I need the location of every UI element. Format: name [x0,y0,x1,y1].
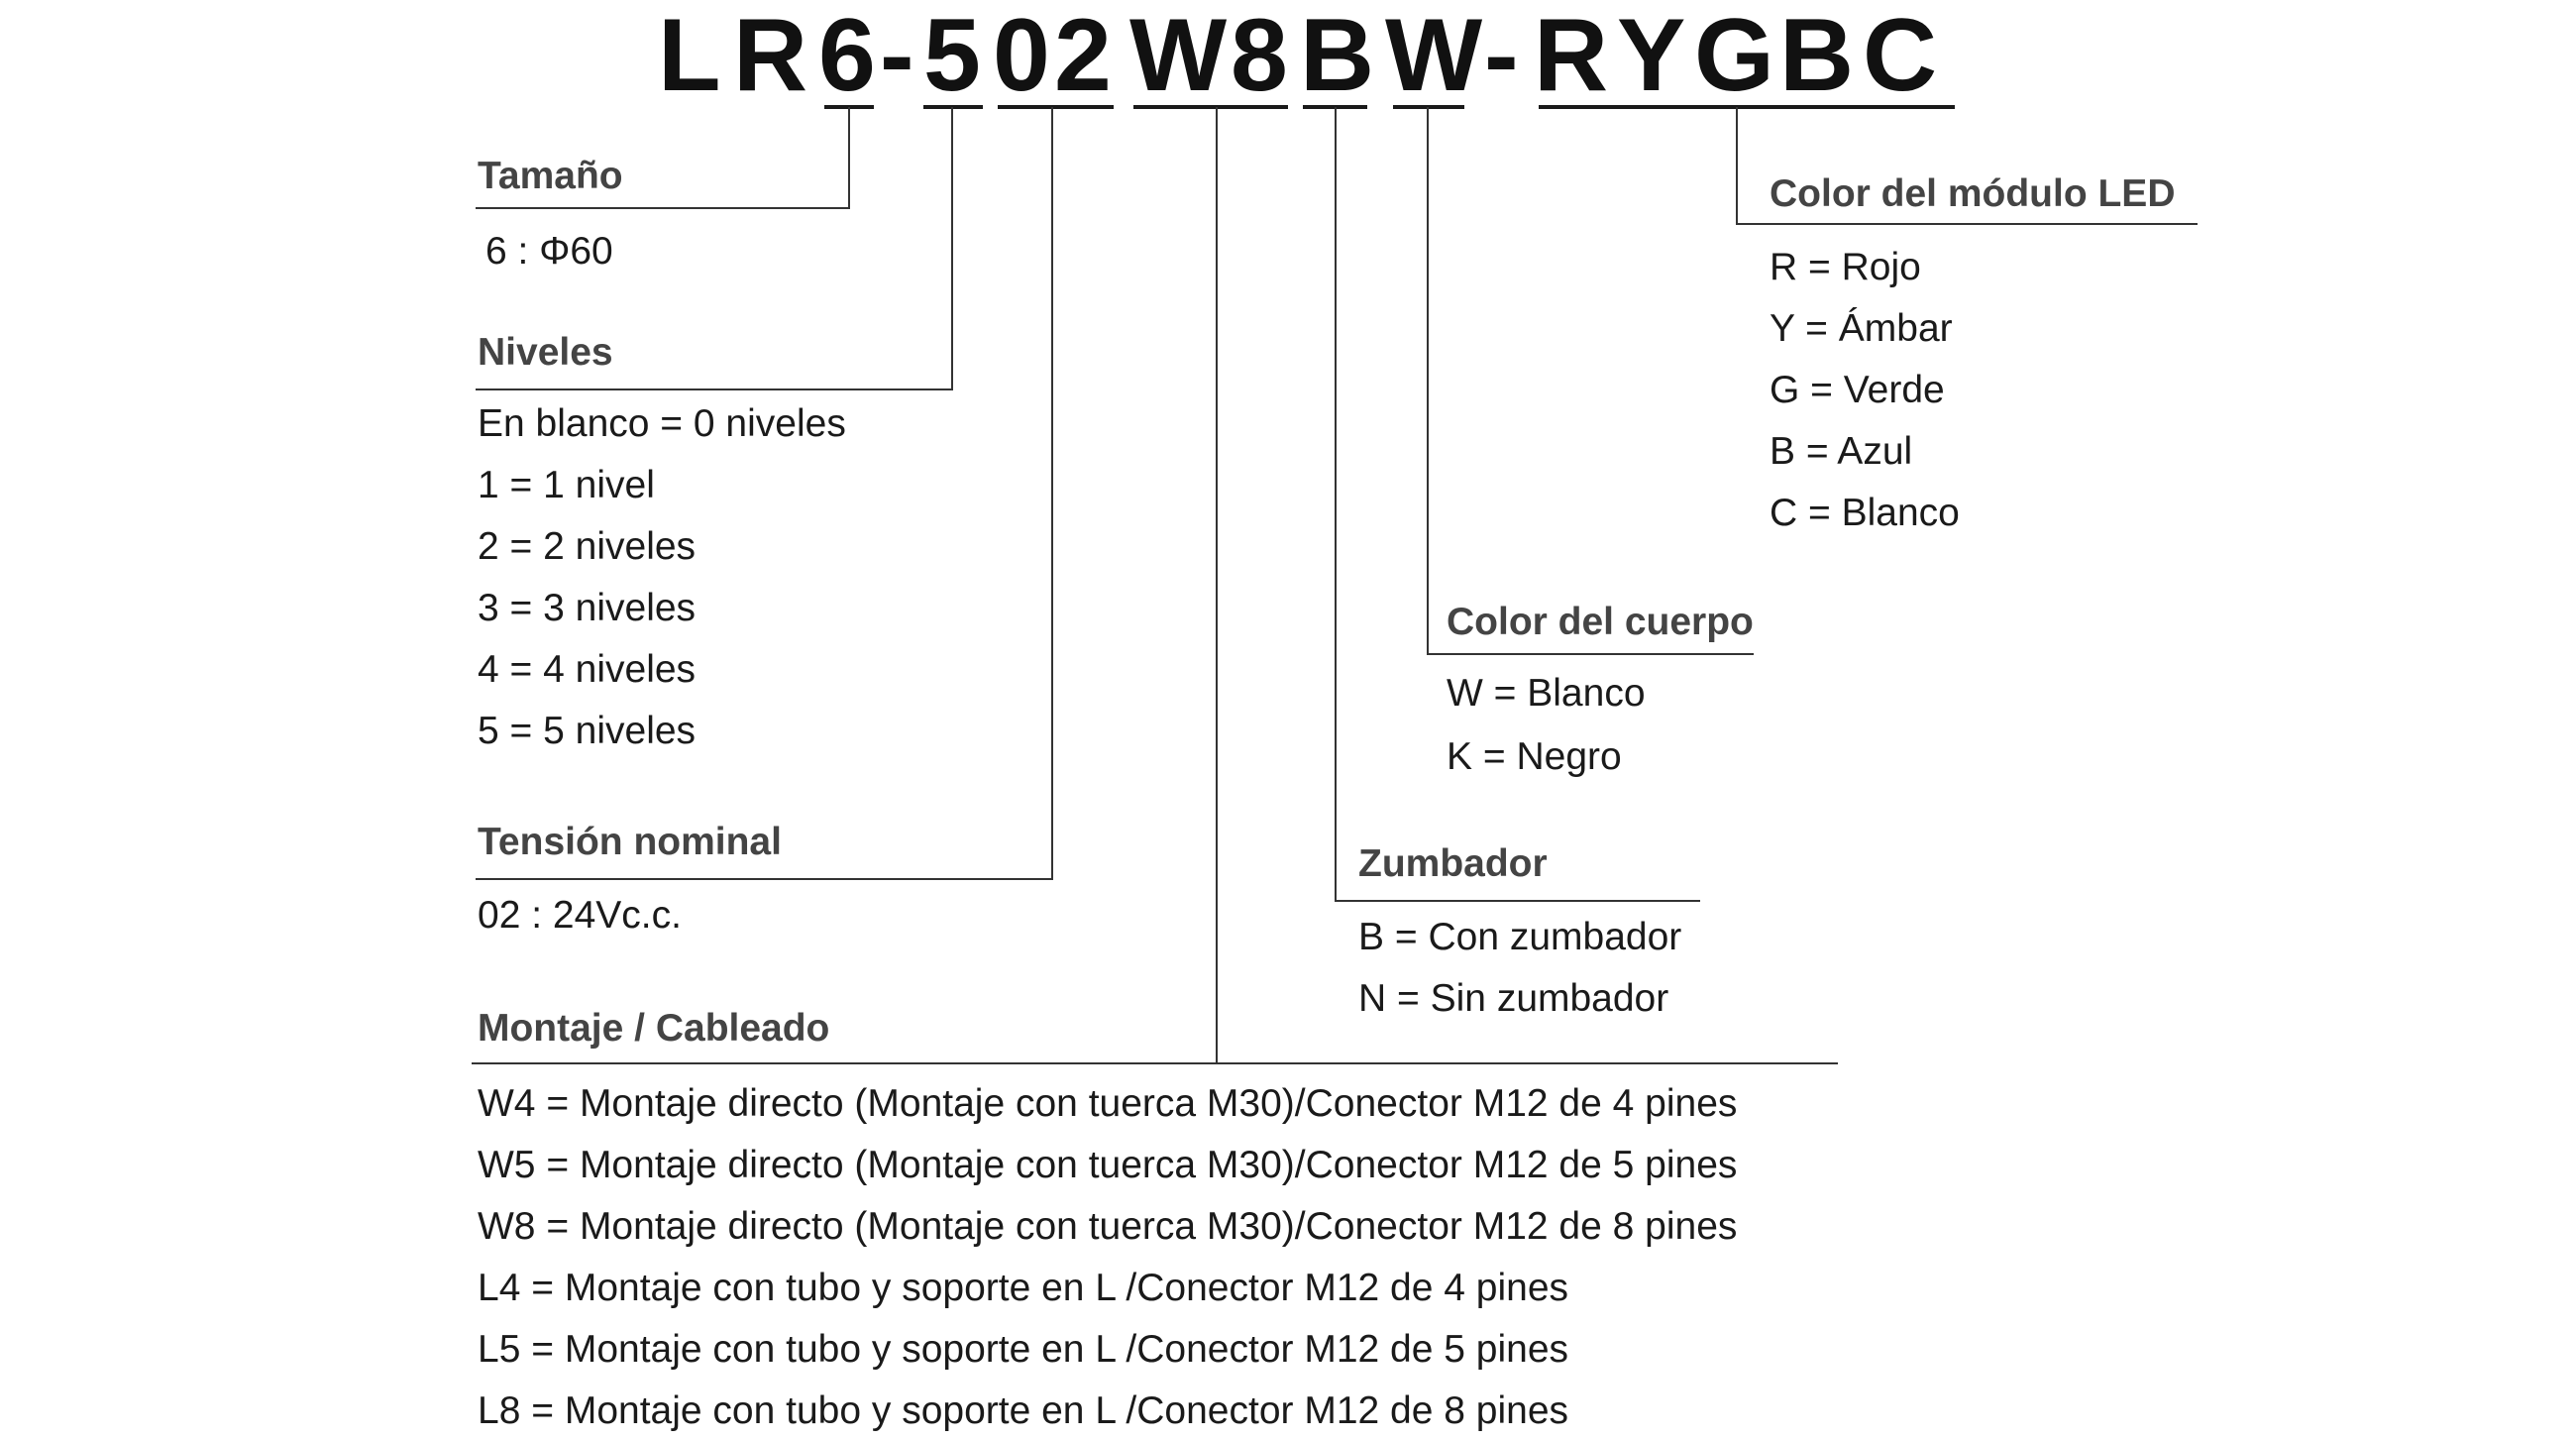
list-item: W8 = Montaje directo (Montaje con tuerca… [478,1205,1738,1248]
list-item: R = Rojo [1770,246,1921,288]
code-char: R [1534,0,1609,113]
code-char: 8 [1231,0,1288,113]
section-heading-body-color: Color del cuerpo [1447,601,1754,643]
list-item: C = Blanco [1770,492,1960,534]
list-item: 5 = 5 niveles [478,710,697,752]
leader-size [476,107,850,209]
code-char: - [880,0,914,113]
list-item: L4 = Montaje con tubo y soporte en L /Co… [478,1267,1569,1309]
list-item: 6 : Φ60 [485,230,613,273]
code-char: G [1694,0,1774,113]
list-item: L5 = Montaje con tubo y soporte en L /Co… [478,1328,1569,1371]
code-char: 5 [923,0,981,113]
list-item: G = Verde [1770,369,1945,411]
list-item: L8 = Montaje con tubo y soporte en L /Co… [478,1389,1569,1432]
code-char: L [658,0,721,113]
leader-led-color [1736,107,2198,225]
list-item: 2 = 2 niveles [478,525,697,568]
code-char: 6 [818,0,876,113]
list-item: En blanco = 0 niveles [478,402,846,445]
code-char: - [1484,0,1519,113]
code-char: B [1300,0,1375,113]
section-heading-levels: Niveles [478,331,613,374]
list-item: N = Sin zumbador [1358,977,1669,1020]
leader-body-color [1427,107,1754,655]
list-item: B = Azul [1770,430,1913,473]
code-char: 0 [993,0,1050,113]
code-char: W [1129,0,1228,113]
list-item: 1 = 1 nivel [478,464,655,506]
list-item: B = Con zumbador [1358,916,1682,958]
list-item: K = Negro [1447,735,1622,778]
list-item: W = Blanco [1447,672,1646,715]
code-char: 2 [1054,0,1112,113]
list-item: 4 = 4 niveles [478,648,697,691]
leader-voltage [476,107,1053,880]
leader-buzzer [1335,107,1700,902]
list-item: 02 : 24Vc.c. [478,894,682,937]
section-heading-voltage: Tensión nominal [478,821,782,863]
list-item: Y = Ámbar [1770,307,1953,350]
code-char: R [733,0,808,113]
section-heading-mounting: Montaje / Cableado [478,1007,830,1050]
section-heading-led-color: Color del módulo LED [1770,172,2176,215]
list-item: W5 = Montaje directo (Montaje con tuerca… [478,1144,1738,1186]
code-char: W [1385,0,1483,113]
code-char: C [1863,0,1938,113]
leader-levels [476,107,953,390]
section-heading-buzzer: Zumbador [1358,842,1548,885]
code-char: Y [1617,0,1686,113]
section-heading-size: Tamaño [478,155,623,197]
list-item: 3 = 3 niveles [478,587,697,629]
list-item: W4 = Montaje directo (Montaje con tuerca… [478,1082,1738,1125]
code-char: B [1779,0,1855,113]
